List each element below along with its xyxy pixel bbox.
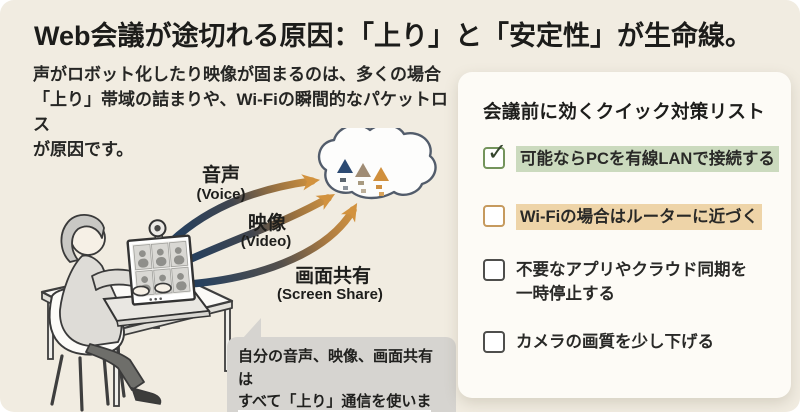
voice-label-ja: 音声 (202, 163, 240, 186)
page-title: Web会議が途切れる原因：「上り」と「安定性」が生命線。 (34, 21, 753, 51)
webcam-icon (148, 219, 167, 240)
callout-line: すべて「上り」通信を使います。 (238, 391, 445, 412)
checklist-item-lower-camera-quality[interactable]: カメラの画質を少し下げる (483, 330, 714, 354)
intro-line: 「上り」帯域の詰まりや、Wi-Fiの瞬間的なパケットロス (33, 90, 448, 134)
upload-diagram: 音声 (Voice) 映像 (Video) 画面共有 (Screen Share… (40, 128, 437, 412)
upload-callout-bubble: 自分の音声、映像、画面共有は すべて「上り」通信を使います。 (227, 318, 456, 412)
checklist-item-wired-lan[interactable]: ✓ 可能ならPCを有線LANで接続する (483, 141, 779, 172)
checkbox-unchecked[interactable] (483, 259, 505, 281)
checklist-item-label: Wi-Fiの場合はルーターに近づく (516, 204, 763, 230)
upload-arrows (168, 174, 358, 288)
cloud-icon (317, 128, 437, 200)
checklist-item-label: 可能ならPCを有線LANで接続する (516, 146, 779, 172)
screen-share-arrow (186, 203, 358, 288)
checkbox-checked[interactable]: ✓ (483, 141, 507, 169)
voice-label-en: (Voice) (197, 186, 246, 203)
check-icon: ✓ (487, 139, 508, 166)
video-arrow (180, 193, 336, 266)
quick-checklist-card: 会議前に効くクイック対策リスト ✓ 可能ならPCを有線LANで接続する Wi-F… (458, 72, 791, 398)
checkbox-unchecked[interactable] (483, 331, 505, 353)
callout-line: 自分の音声、映像、画面共有は (238, 348, 434, 388)
voice-arrow (168, 174, 321, 245)
intro-paragraph: 声がロボット化したり映像が固まるのは、多くの場合 「上り」帯域の詰まりや、Wi-… (33, 62, 463, 162)
video-label-en: (Video) (241, 233, 292, 250)
checklist-title: 会議前に効くクイック対策リスト (483, 101, 766, 122)
stream-labels: 音声 (Voice) 映像 (Video) 画面共有 (Screen Share… (197, 163, 383, 303)
checkbox-unchecked[interactable] (483, 205, 505, 227)
checklist-item-pause-apps[interactable]: 不要なアプリやクラウド同期を 一時停止する (483, 258, 747, 306)
screen-share-label-en: (Screen Share) (277, 286, 383, 303)
bubble-tail (233, 318, 261, 338)
screen-share-label-ja: 画面共有 (295, 264, 371, 287)
checklist-item-label: 不要なアプリやクラウド同期を 一時停止する (516, 261, 747, 303)
checklist-item-near-router[interactable]: Wi-Fiの場合はルーターに近づく (483, 204, 763, 230)
video-label-ja: 映像 (248, 211, 287, 234)
intro-line: が原因です。 (33, 140, 134, 159)
intro-line: 声がロボット化したり映像が固まるのは、多くの場合 (33, 65, 441, 84)
laptop (102, 219, 211, 327)
upload-triangles-icon (337, 159, 389, 196)
checklist-item-label: カメラの画質を少し下げる (516, 333, 714, 351)
